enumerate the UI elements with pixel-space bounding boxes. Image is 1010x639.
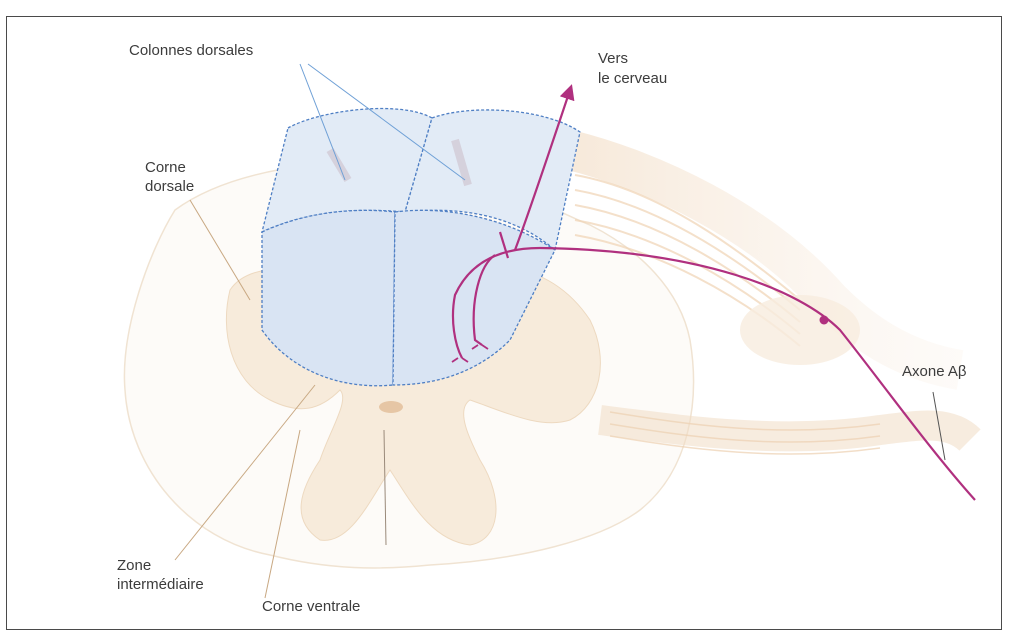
label-axone: Axone Aβ [902,362,967,381]
central-canal [379,401,403,413]
label-colonnes-dorsales: Colonnes dorsales [129,41,253,60]
label-vers: Vers [598,49,628,68]
label-zone-line2: intermédiaire [117,575,204,594]
label-corne-ventrale: Corne ventrale [262,597,360,616]
label-corne-dorsale-line2: dorsale [145,177,194,196]
axon-cell-body [820,316,829,325]
label-zone-line1: Zone [117,556,151,575]
label-le-cerveau: le cerveau [598,69,667,88]
label-corne-dorsale-line1: Corne [145,158,186,177]
